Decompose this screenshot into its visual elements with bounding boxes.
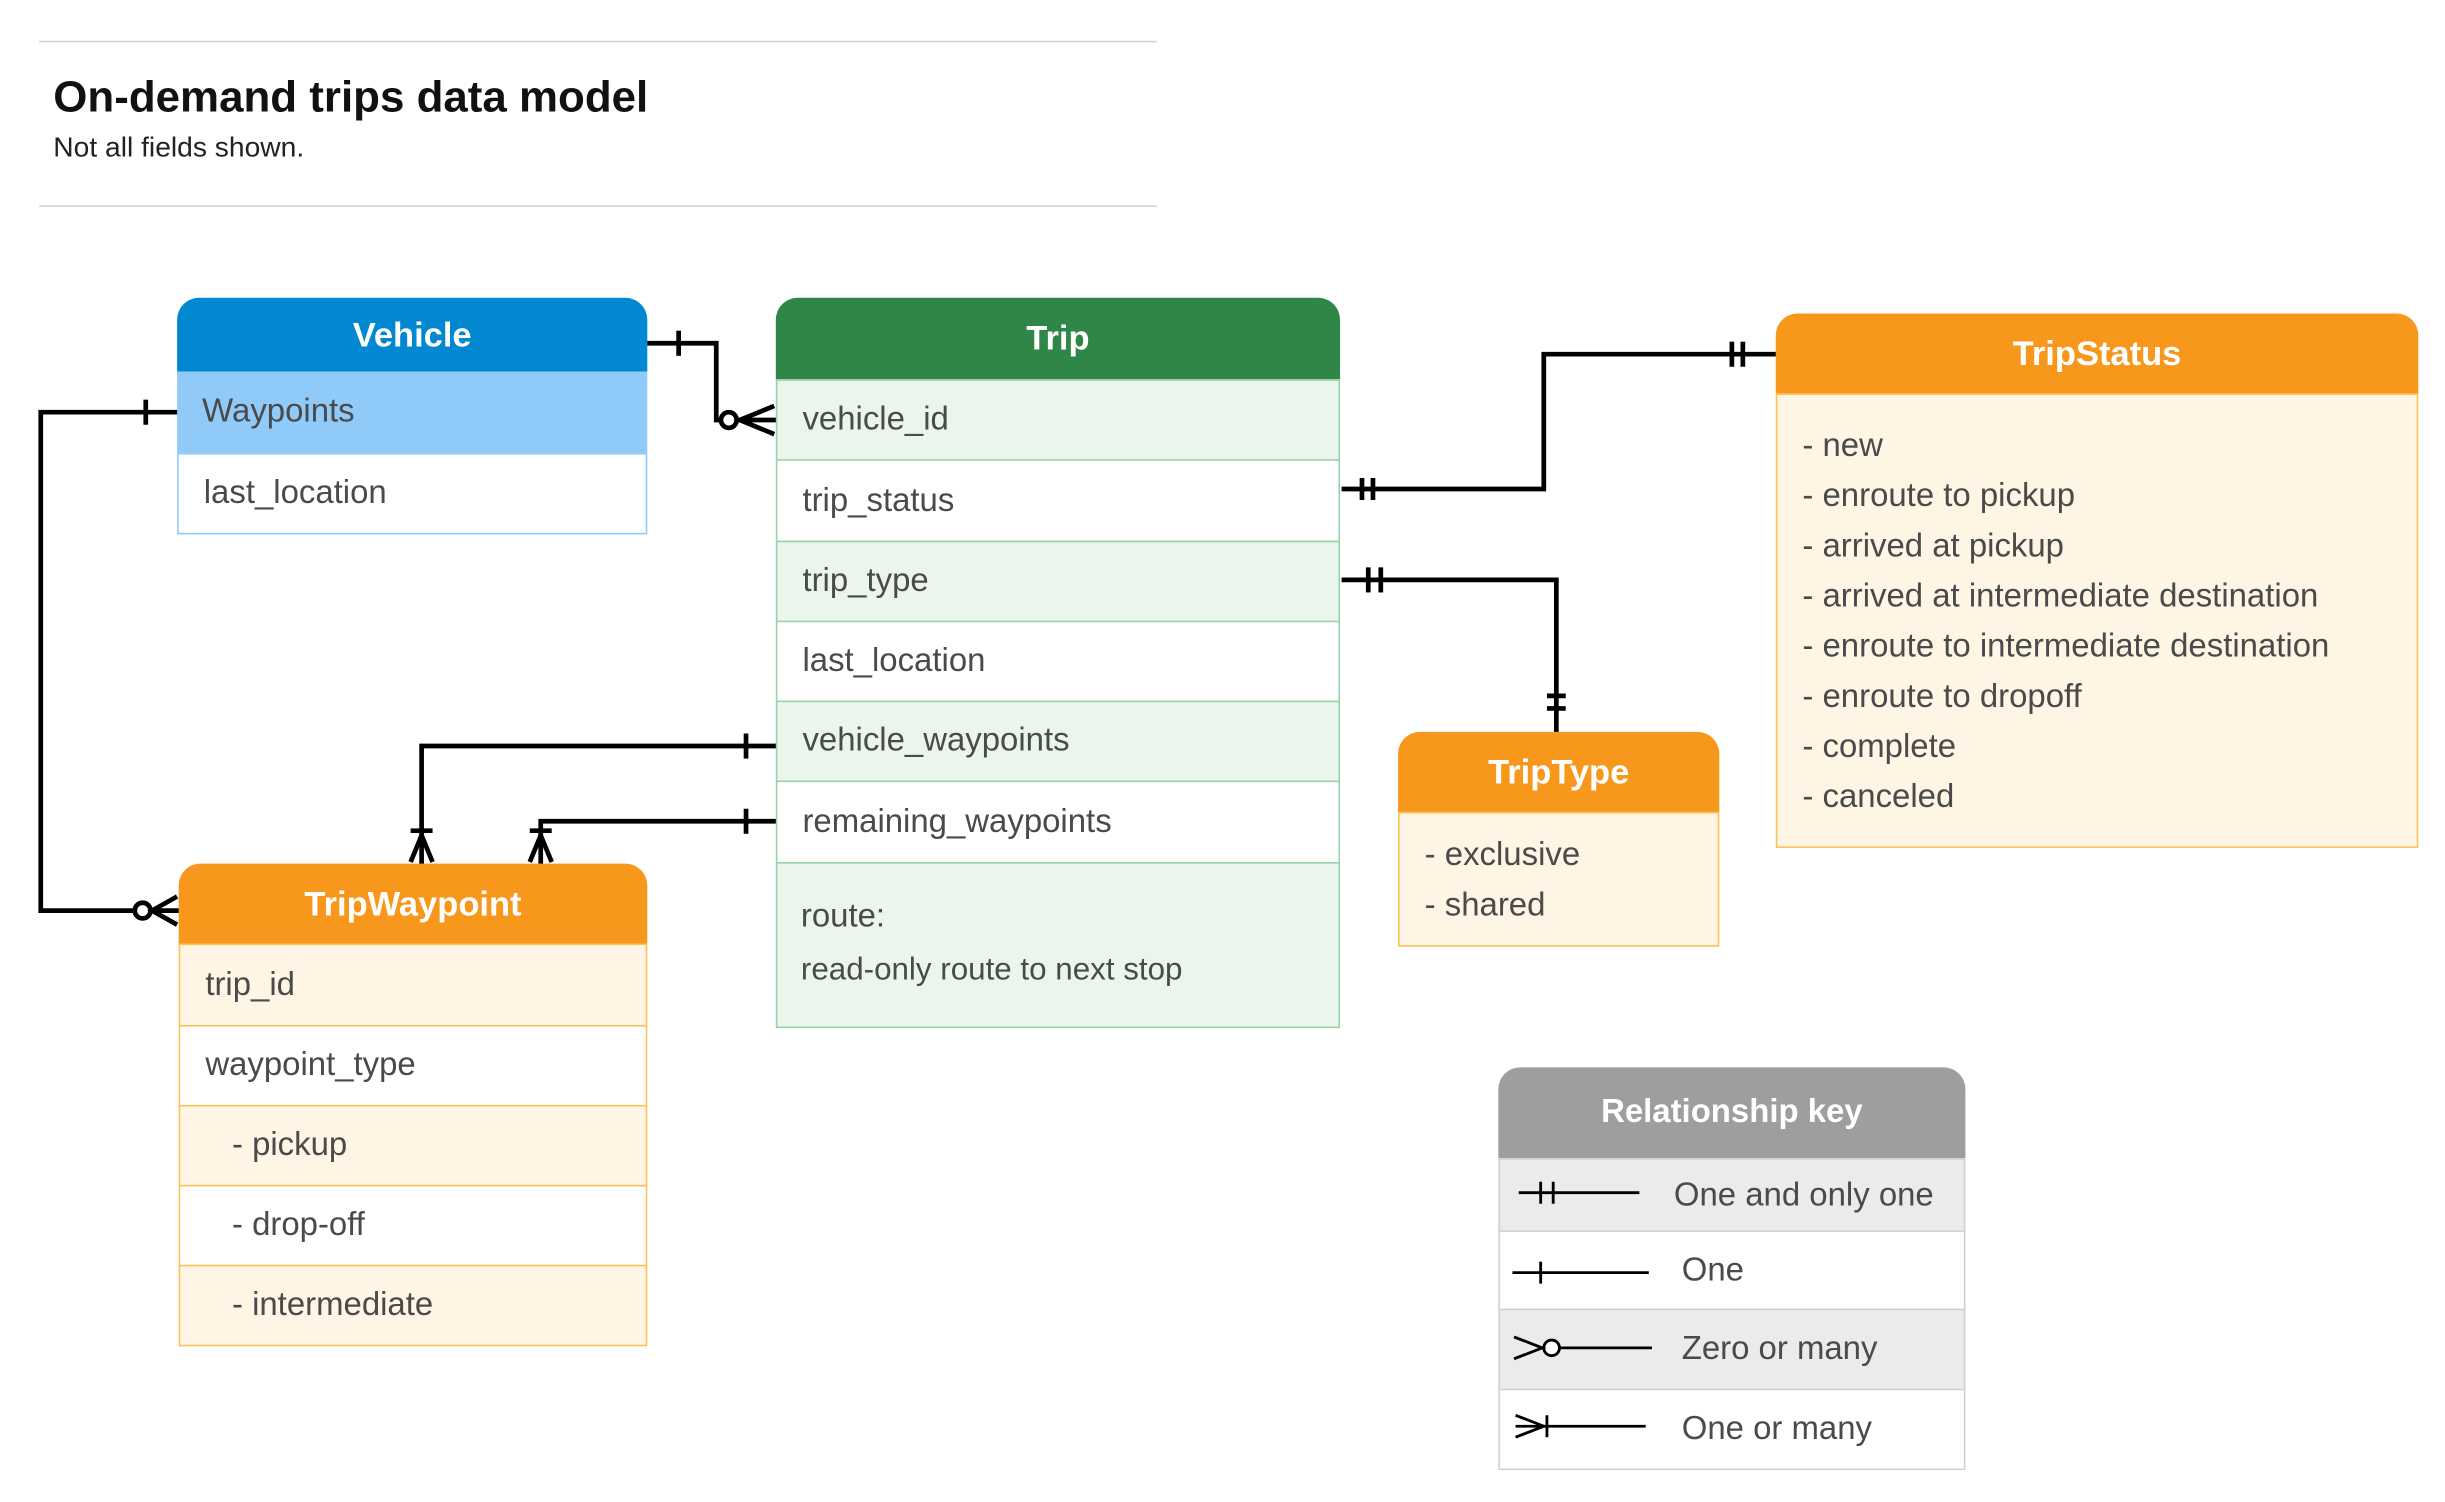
route-label: route: [800, 898, 886, 935]
field-row: Waypoints [177, 371, 648, 453]
entity-header: TripWaypoint [178, 863, 648, 946]
key-item: Zero or many [1498, 1308, 1966, 1391]
key-item: One and only one [1498, 1158, 1966, 1232]
entity-header: TripStatus [1775, 313, 2419, 395]
field-row: - drop-off [178, 1184, 648, 1267]
enum-list: - exclusive - shared [1398, 811, 1720, 947]
one-or-many-icon [408, 828, 435, 863]
divider [39, 205, 1157, 207]
connector-vehicle-tripwaypoint [38, 399, 179, 927]
enum-item: - new [1802, 427, 1883, 464]
field-row: trip_status [775, 459, 1341, 543]
one-or-many-icon [1515, 1413, 1646, 1439]
route-description: read-only route to next stop [800, 952, 1183, 988]
page-subtitle: Not all fields shown. [53, 131, 305, 163]
field-row: last_location [177, 452, 648, 535]
enum-item: - enroute to dropoff [1802, 678, 2082, 715]
zero-or-many-icon [1513, 1335, 1652, 1361]
key-item: One or many [1498, 1388, 1966, 1471]
field-row: - intermediate [178, 1264, 648, 1347]
enum-list: - new - enroute to pickup - arrived at p… [1775, 393, 2419, 848]
entity-header: Vehicle [177, 297, 648, 372]
one-or-many-icon [527, 828, 554, 863]
enum-item: - exclusive [1424, 836, 1581, 873]
one-and-only-one-icon [1518, 1181, 1640, 1204]
key-header: Relationship key [1498, 1067, 1966, 1159]
enum-item: - complete [1802, 728, 1957, 765]
enum-item: - arrived at pickup [1802, 528, 2064, 565]
entity-header: Trip [775, 297, 1341, 380]
connector-vehicle-trip [647, 330, 776, 437]
page-title: On-demand trips data model [53, 72, 649, 121]
entity-header: TripType [1398, 731, 1720, 814]
zero-or-many-icon [132, 894, 179, 927]
connector-trip-triptype [1341, 567, 1566, 732]
connector-trip-tripstatus [1341, 341, 1776, 500]
field-row: waypoint_type [178, 1025, 648, 1107]
one-and-only-one-icon [1546, 693, 1566, 711]
enum-item: - canceled [1802, 778, 1955, 815]
field-row: vehicle_waypoints [775, 700, 1341, 783]
one-and-only-one-icon [1729, 341, 1746, 367]
enum-item: - shared [1424, 887, 1546, 924]
one-and-only-one-icon [1365, 567, 1384, 593]
enum-item: - enroute to intermediate destination [1802, 628, 2330, 665]
divider [39, 40, 1157, 43]
field-row: last_location [775, 620, 1341, 703]
connector-vehiclewaypoints-tripwaypoint [408, 733, 776, 864]
one-icon [1512, 1261, 1649, 1284]
enum-item: - arrived at intermediate destination [1802, 578, 2319, 615]
one-and-only-one-icon [1359, 478, 1376, 500]
connector-remainingwaypoints-tripwaypoint [527, 808, 776, 864]
zero-or-many-icon [718, 403, 776, 437]
field-row: vehicle_id [775, 379, 1341, 461]
route-row: route: read-only route to next stop [775, 862, 1341, 1029]
field-row: trip_id [178, 943, 648, 1027]
enum-item: - enroute to pickup [1802, 478, 2076, 515]
